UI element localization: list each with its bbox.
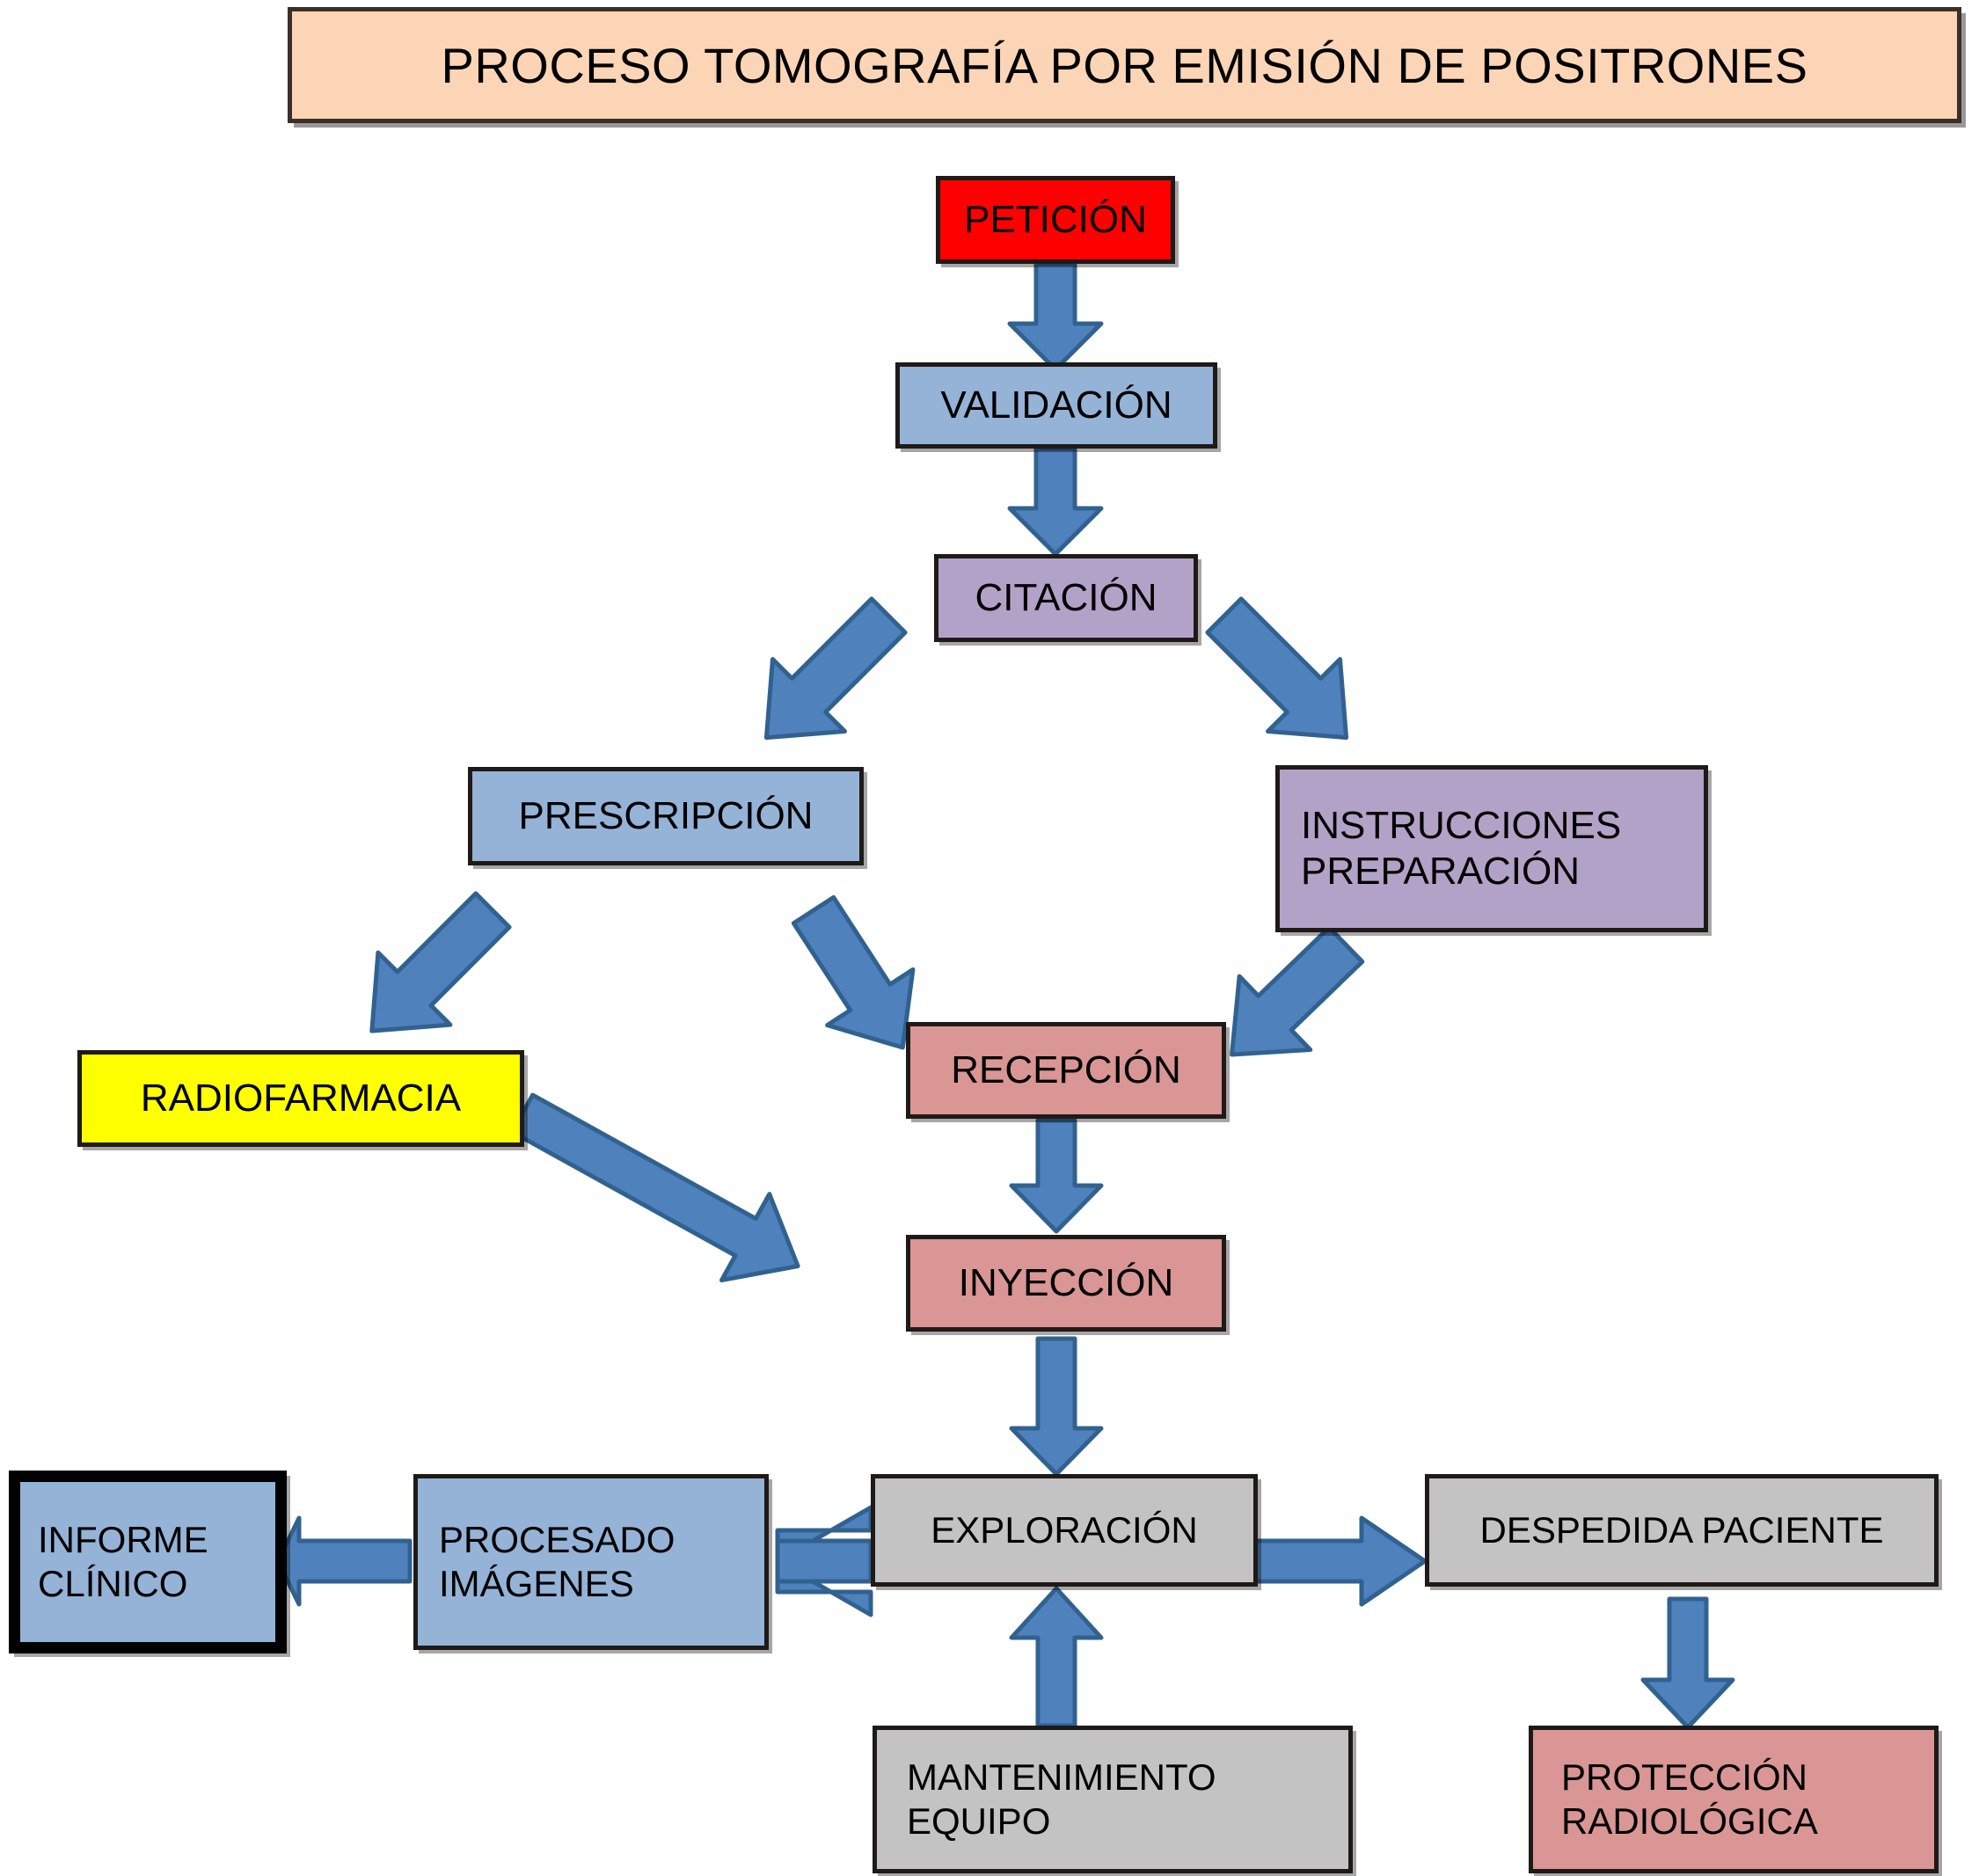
- node-peticion-label: PETICIÓN: [964, 198, 1147, 242]
- arrow-despedida-proteccion: [1640, 1596, 1735, 1730]
- arrow-validacion-citacion: [1007, 446, 1104, 557]
- node-procesado[interactable]: PROCESADO IMÁGENES: [413, 1474, 769, 1650]
- node-despedida[interactable]: DESPEDIDA PACIENTE: [1425, 1474, 1939, 1587]
- node-informe[interactable]: INFORME CLÍNICO: [9, 1471, 287, 1653]
- node-mantenimiento[interactable]: MANTENIMIENTO EQUIPO: [873, 1726, 1353, 1873]
- node-exploracion[interactable]: EXPLORACIÓN: [871, 1474, 1258, 1587]
- arrow-exploracion-procesado-shaft: [775, 1538, 873, 1584]
- arrow-peticion-validacion: [1007, 261, 1104, 372]
- node-recepcion-label: RECEPCIÓN: [951, 1048, 1181, 1092]
- node-validacion-label: VALIDACIÓN: [940, 383, 1172, 427]
- arrow-inyeccion-exploracion: [1009, 1336, 1104, 1477]
- node-proteccion[interactable]: PROTECCIÓN RADIOLÓGICA: [1529, 1726, 1939, 1873]
- node-informe-label: INFORME CLÍNICO: [38, 1519, 208, 1604]
- node-prescripcion[interactable]: PRESCRIPCIÓN: [468, 767, 864, 865]
- node-radiofarmacia[interactable]: RADIOFARMACIA: [77, 1050, 524, 1147]
- arrow-recepcion-inyeccion: [1009, 1118, 1104, 1234]
- node-peticion[interactable]: PETICIÓN: [936, 176, 1175, 264]
- node-procesado-label: PROCESADO IMÁGENES: [439, 1519, 675, 1604]
- node-radiofarmacia-label: RADIOFARMACIA: [140, 1077, 462, 1120]
- node-prescripcion-label: PRESCRIPCIÓN: [518, 794, 814, 838]
- arrow-exploracion-procesado: [775, 1505, 873, 1617]
- arrow-prescripcion-radiofarmacia: [369, 891, 512, 1033]
- arrow-mantenimiento-exploracion: [1009, 1586, 1104, 1728]
- node-validacion[interactable]: VALIDACIÓN: [895, 362, 1217, 449]
- arrow-procesado-informe: [275, 1515, 413, 1607]
- node-citacion[interactable]: CITACIÓN: [934, 554, 1198, 642]
- arrow-citacion-prescripcion: [763, 596, 908, 741]
- node-inyeccion-label: INYECCIÓN: [958, 1261, 1174, 1305]
- node-inyeccion[interactable]: INYECCIÓN: [906, 1235, 1226, 1332]
- node-despedida-label: DESPEDIDA PACIENTE: [1479, 1509, 1884, 1551]
- arrow-citacion-instrucciones: [1205, 596, 1349, 741]
- node-proteccion-label: PROTECCIÓN RADIOLÓGICA: [1561, 1756, 1818, 1842]
- node-recepcion[interactable]: RECEPCIÓN: [906, 1022, 1226, 1119]
- arrow-radiofarmacia-inyeccion: [509, 1092, 800, 1283]
- node-instrucciones-label: INSTRUCCIONES PREPARACIÓN: [1301, 804, 1622, 893]
- page-title: PROCESO TOMOGRAFÍA POR EMISIÓN DE POSITR…: [288, 7, 1961, 123]
- node-exploracion-label: EXPLORACIÓN: [931, 1509, 1198, 1551]
- node-instrucciones[interactable]: INSTRUCCIONES PREPARACIÓN: [1275, 765, 1708, 932]
- arrow-exploracion-despedida: [1251, 1515, 1428, 1607]
- node-mantenimiento-label: MANTENIMIENTO EQUIPO: [907, 1756, 1216, 1842]
- node-citacion-label: CITACIÓN: [975, 576, 1157, 620]
